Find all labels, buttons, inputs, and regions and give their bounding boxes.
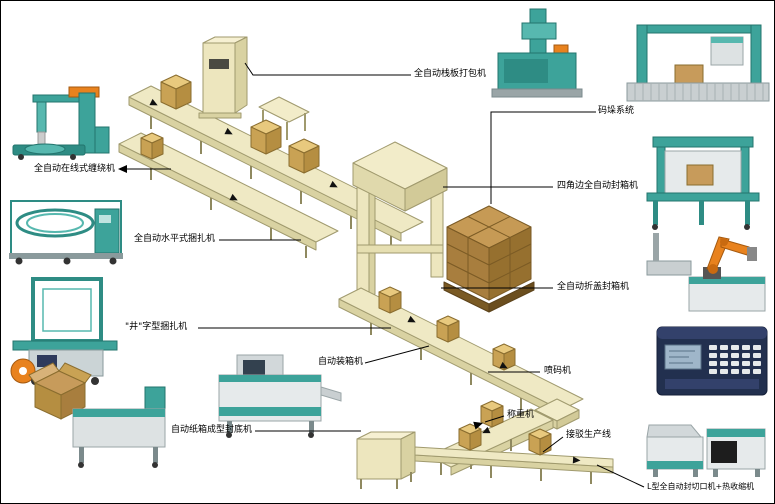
callout-arrow-wrapper (118, 165, 127, 173)
conveyor-lane-a (128, 85, 424, 249)
machine-pallet-strapper (491, 8, 583, 98)
machine-l-sealer-shrink (646, 424, 766, 477)
flow-arrow (329, 180, 338, 188)
callout-l-type (596, 464, 645, 488)
label-auto-case-packer: 自动装箱机 (318, 357, 364, 367)
flow-arrows (149, 98, 581, 464)
label-carton-former: 自动纸箱成型封底机 (171, 425, 253, 435)
callout-palletizing (490, 111, 596, 204)
machine-inkjet-printer (656, 326, 768, 396)
machine-horizontal-strapper (9, 200, 123, 265)
label-well-type-strapper: "井"字型捆扎机 (125, 322, 188, 332)
carton-boxes-lane-c (378, 286, 516, 371)
label-connecting-line: 接驳生产线 (566, 430, 612, 440)
conveyor-lane-b (118, 132, 339, 258)
machine-palletizing-system (626, 24, 770, 102)
machine-pallet-wrapper (12, 86, 110, 160)
carton-boxes (140, 74, 320, 174)
inkjet-keypad (709, 345, 761, 374)
flow-arrow (149, 98, 158, 106)
case-erector-tower (198, 36, 248, 119)
label-pallet-strapping: 全自动栈板打包机 (414, 69, 487, 79)
flow-arrow (407, 315, 416, 323)
label-flap-fold-sealer: 全自动折盖封箱机 (557, 282, 630, 292)
label-inline-wrapper: 全自动在线式缠绕机 (34, 164, 116, 174)
label-palletizing-system: 码垛系统 (598, 106, 635, 116)
label-weighing-machine: 称重机 (507, 410, 535, 420)
gantry-hood (258, 96, 310, 140)
flow-arrow (224, 127, 233, 135)
callout-connecting-line (542, 436, 564, 453)
conveyor-legs (440, 463, 592, 484)
flow-arrow (482, 426, 491, 434)
callout-pallet-strapping (244, 62, 411, 76)
conveyor-legs (370, 323, 554, 426)
callout-case-packer (364, 345, 430, 364)
pallet-load (443, 205, 535, 313)
label-four-corner-sealer: 四角边全自动封箱机 (557, 181, 639, 191)
conveyor-legs (150, 116, 392, 249)
label-inkjet-printer: 喷码机 (544, 366, 572, 376)
central-illustration (118, 36, 614, 489)
transfer-machine (356, 431, 416, 489)
machine-four-corner-sealer (646, 136, 760, 230)
conveyor-legs (150, 168, 307, 258)
flow-arrow (572, 456, 581, 464)
flow-arrow (499, 361, 508, 369)
callout-lines (118, 62, 645, 488)
callout-weighing (484, 415, 505, 423)
machine-carton-former (28, 362, 166, 468)
machine-case-packer (218, 354, 342, 438)
label-l-type-sealer-shrink: L型全自动封切口机+热收缩机 (647, 482, 755, 491)
palletizer-frame (352, 141, 448, 298)
callout-arrow-weighing (473, 421, 483, 430)
conveyor-lane-c (338, 287, 584, 426)
flow-arrow (229, 193, 238, 201)
machine-arch-strapper (10, 277, 118, 385)
label-horizontal-strapper: 全自动水平式捆扎机 (134, 234, 216, 244)
machine-robot-flap-sealer (646, 233, 766, 312)
